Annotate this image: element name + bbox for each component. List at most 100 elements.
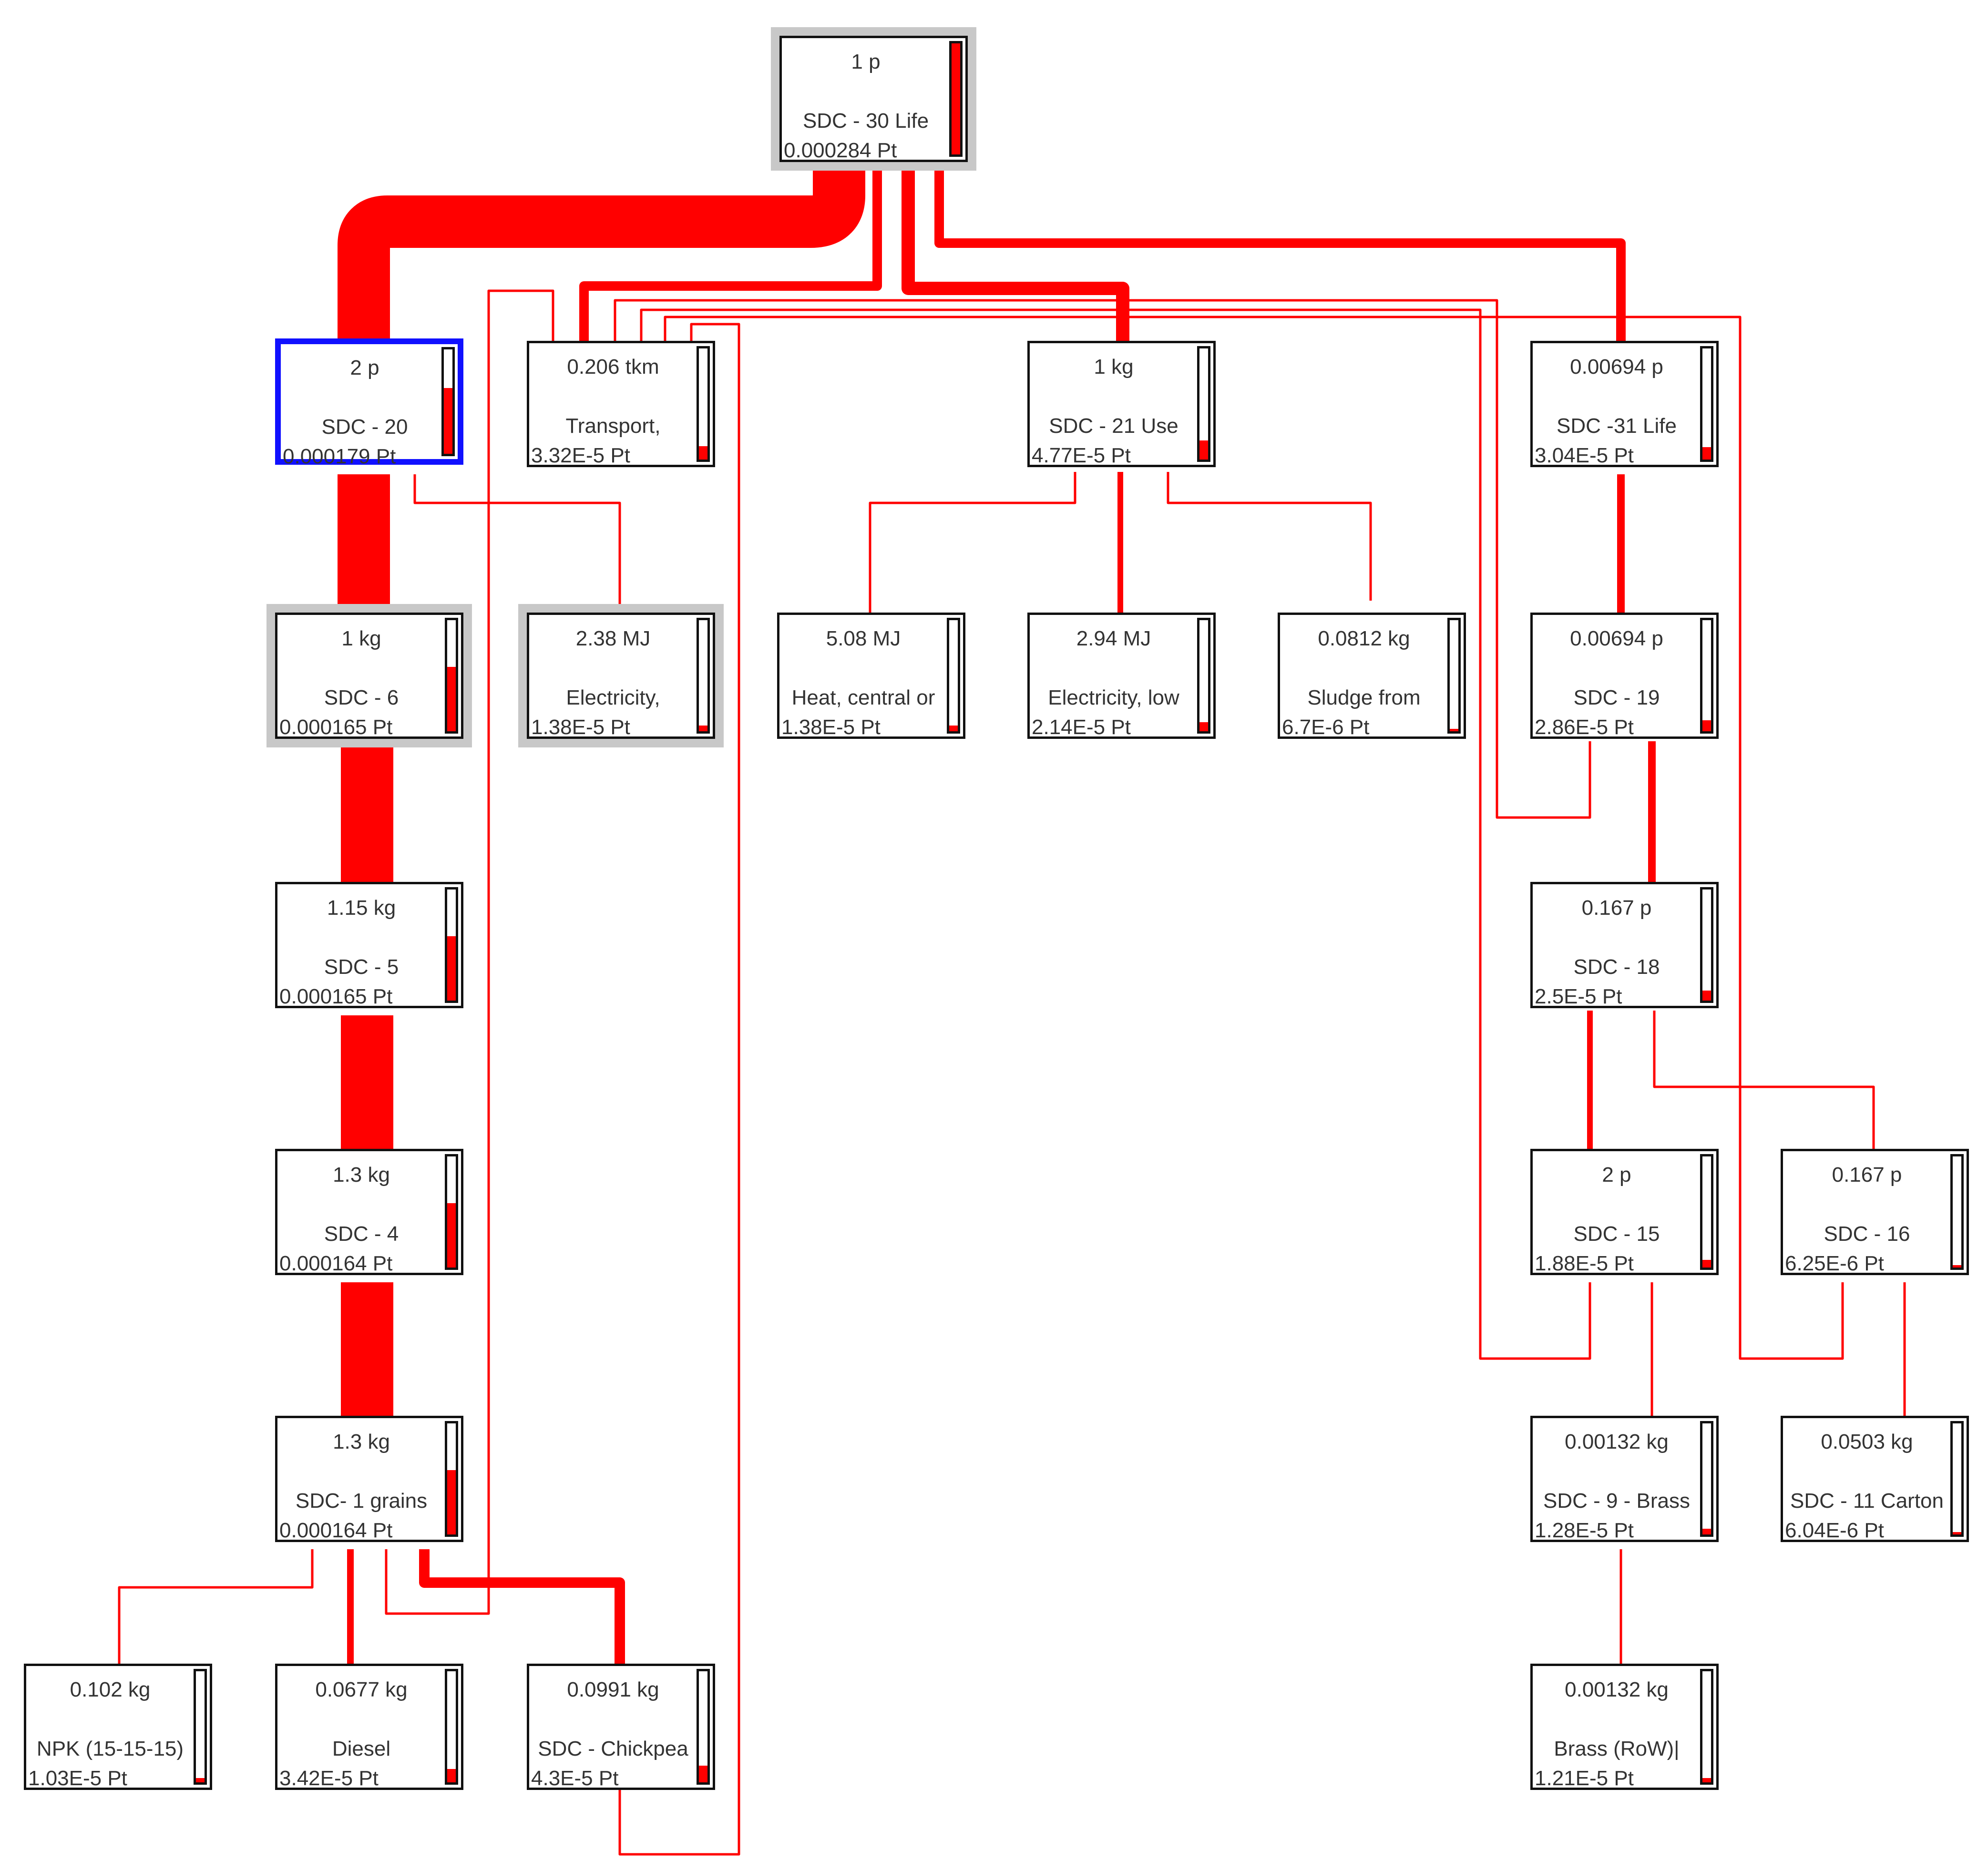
impact-gauge-fill: [444, 388, 452, 454]
flow-heat-to-n21: [869, 472, 1076, 613]
node-amount: 2 p: [350, 356, 379, 379]
impact-gauge-fill: [1702, 720, 1711, 731]
impact-gauge: [697, 1669, 710, 1785]
node-name: Electricity, low: [1048, 686, 1179, 709]
node-amount: 0.102 kg: [70, 1678, 151, 1701]
impact-gauge-fill: [1702, 447, 1711, 460]
impact-gauge-fill: [1953, 1532, 1961, 1534]
impact-gauge-fill: [447, 1769, 456, 1782]
impact-gauge: [1700, 1669, 1713, 1785]
impact-gauge: [1700, 1154, 1713, 1270]
node-amount: 0.0503 kg: [1821, 1430, 1913, 1453]
node-name: SDC - 9 - Brass: [1543, 1489, 1691, 1513]
impact-gauge-fill: [952, 43, 960, 154]
node-name: Electricity,: [566, 686, 660, 709]
flow-n31-to-n30: [934, 169, 1626, 341]
node-name: SDC - 19: [1573, 686, 1660, 709]
impact-gauge: [445, 887, 458, 1003]
node-score: 1.38E-5 Pt: [531, 716, 630, 739]
node-name: SDC - 18: [1573, 955, 1660, 979]
node-name: SDC - 16: [1824, 1222, 1910, 1246]
node-amount: 2.38 MJ: [575, 627, 651, 650]
node-name: Transport,: [565, 414, 661, 438]
node-score: 2.5E-5 Pt: [1535, 985, 1622, 1008]
node-amount: 5.08 MJ: [826, 627, 901, 650]
node-score: 3.04E-5 Pt: [1535, 444, 1634, 467]
impact-gauge-fill: [1199, 722, 1208, 731]
node-score: 1.28E-5 Pt: [1535, 1519, 1634, 1542]
node-score: 0.000165 Pt: [279, 716, 393, 739]
node-name: SDC - 15: [1573, 1222, 1660, 1246]
node-amount: 1.15 kg: [327, 896, 396, 920]
node-name: SDC - 21 Use: [1049, 414, 1178, 438]
flow-npk-to-n1: [118, 1549, 314, 1664]
impact-gauge: [445, 1421, 458, 1537]
node-score: 1.88E-5 Pt: [1535, 1252, 1634, 1275]
process-node-nel1[interactable]: 2.38 MJ Electricity, 1.38E-5 Pt: [518, 604, 724, 747]
node-name: Brass (RoW)|: [1554, 1737, 1680, 1760]
node-amount: 0.00694 p: [1570, 355, 1663, 378]
node-score: 2.86E-5 Pt: [1535, 716, 1634, 739]
node-score: 6.7E-6 Pt: [1282, 716, 1370, 739]
impact-gauge-fill: [447, 936, 456, 1001]
process-node-nbr[interactable]: 0.00132 kg Brass (RoW)| 1.21E-5 Pt: [1530, 1664, 1719, 1790]
node-score: 0.000164 Pt: [279, 1519, 393, 1542]
flow-transport-loop-e: [618, 323, 740, 1856]
impact-gauge-fill: [447, 1203, 456, 1268]
impact-gauge-fill: [196, 1778, 205, 1782]
process-node-n31[interactable]: 0.00694 p SDC -31 Life 3.04E-5 Pt: [1530, 341, 1719, 467]
impact-gauge: [1950, 1154, 1964, 1270]
impact-gauge: [697, 618, 710, 734]
node-score: 4.3E-5 Pt: [531, 1767, 619, 1790]
node-score: 3.42E-5 Pt: [279, 1767, 379, 1790]
impact-gauge: [1700, 618, 1713, 734]
node-score: 1.21E-5 Pt: [1535, 1767, 1634, 1790]
impact-gauge: [947, 618, 960, 734]
node-name: SDC - 30 Life: [802, 109, 929, 133]
impact-gauge-fill: [1953, 1265, 1961, 1268]
node-score: 0.000284 Pt: [784, 139, 897, 162]
impact-gauge: [1447, 618, 1461, 734]
impact-gauge: [697, 346, 710, 462]
node-amount: 0.167 p: [1832, 1163, 1902, 1186]
impact-gauge: [445, 1154, 458, 1270]
flow-n16-to-n18: [1653, 1011, 1875, 1149]
impact-gauge-fill: [1702, 1778, 1711, 1782]
impact-gauge-fill: [1450, 729, 1458, 731]
node-name: NPK (15-15-15): [36, 1737, 184, 1760]
impact-gauge: [1700, 887, 1713, 1003]
node-amount: 1 kg: [341, 627, 381, 650]
impact-gauge: [1950, 1421, 1964, 1537]
flow-n21-to-n30: [902, 169, 1129, 341]
process-node-n9[interactable]: 0.00132 kg SDC - 9 - Brass 1.28E-5 Pt: [1530, 1416, 1719, 1542]
node-amount: 0.00132 kg: [1565, 1430, 1669, 1453]
node-amount: 2.94 MJ: [1076, 627, 1151, 650]
node-name: SDC -31 Life: [1557, 414, 1677, 438]
node-amount: 0.00132 kg: [1565, 1678, 1669, 1701]
impact-gauge: [194, 1669, 207, 1785]
node-name: Heat, central or: [791, 686, 935, 709]
node-amount: 0.206 tkm: [567, 355, 659, 378]
node-amount: 0.0677 kg: [315, 1678, 408, 1701]
node-name: SDC - Chickpea: [538, 1737, 688, 1760]
node-score: 0.000179 Pt: [283, 445, 396, 468]
